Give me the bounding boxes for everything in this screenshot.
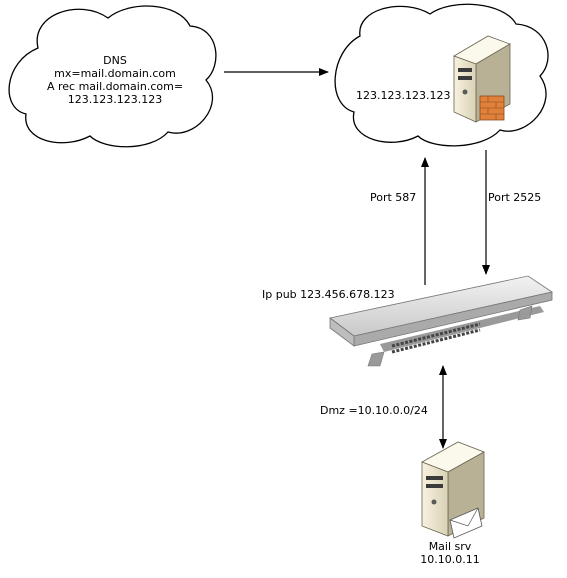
dns-line-mx: mx=mail.domain.com bbox=[54, 67, 176, 80]
dns-label: DNS mx=mail.domain.com A rec mail.domain… bbox=[40, 54, 190, 106]
port-587-label: Port 587 bbox=[370, 191, 417, 204]
server-firewall-icon bbox=[453, 35, 511, 123]
mail-server-icon bbox=[421, 441, 485, 539]
mail-server-ip: 10.10.0.11 bbox=[420, 553, 480, 566]
rack-router-icon bbox=[329, 275, 554, 367]
port-2525-label: Port 2525 bbox=[488, 191, 542, 204]
mail-server-name: Mail srv bbox=[428, 540, 472, 553]
dns-line-title: DNS bbox=[103, 54, 127, 67]
mail-server-label: Mail srv 10.10.0.11 bbox=[402, 540, 498, 566]
dns-line-ip: 123.123.123.123 bbox=[67, 93, 163, 106]
remote-cloud-icon bbox=[334, 3, 549, 147]
dns-cloud-icon bbox=[8, 5, 217, 148]
remote-ip-label: 123.123.123.123 bbox=[356, 89, 451, 102]
dns-line-arec: A rec mail.domain.com= bbox=[46, 80, 184, 93]
dmz-label: Dmz =10.10.0.0/24 bbox=[320, 404, 428, 417]
ip-pub-label: Ip pub 123.456.678.123 bbox=[262, 288, 395, 301]
